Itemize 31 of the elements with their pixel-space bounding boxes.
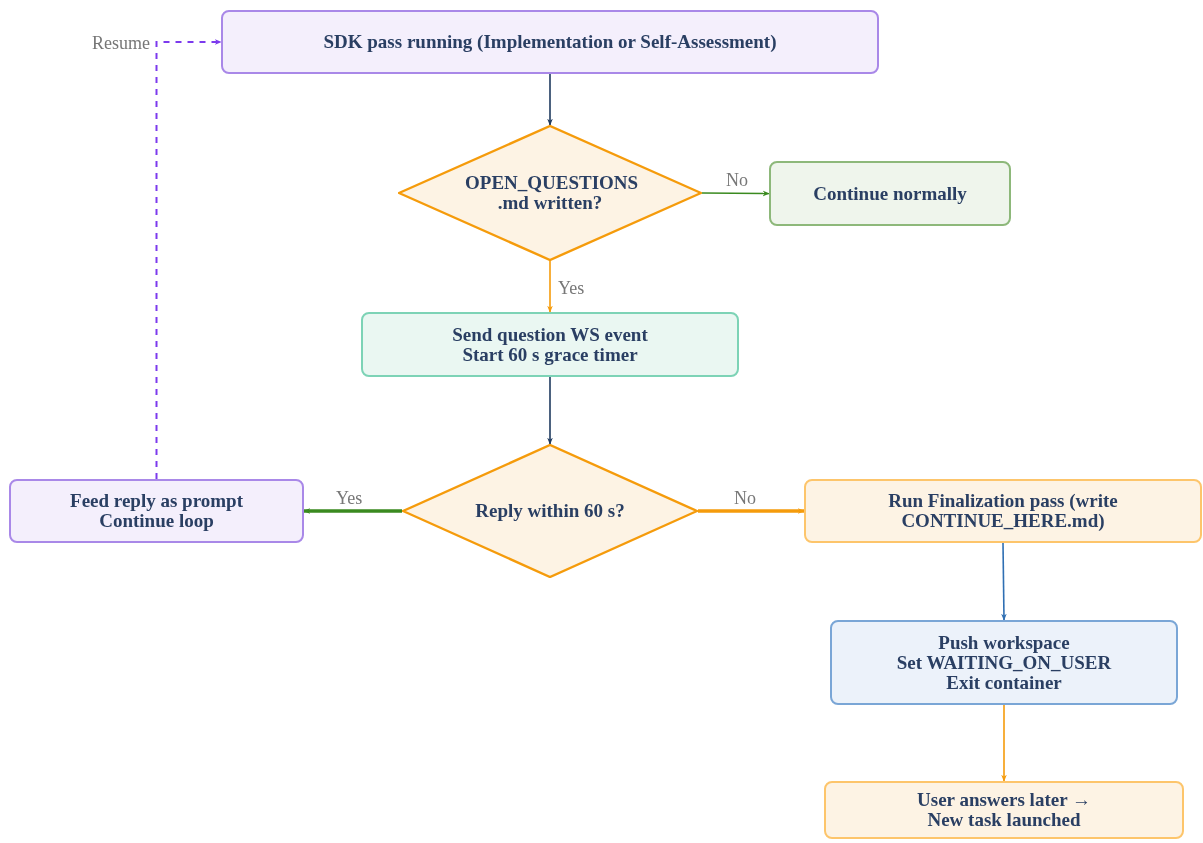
- arrow: [547, 376, 553, 445]
- decision-diamond: [402, 444, 698, 578]
- node-text: Start 60 s grace timer: [462, 344, 638, 365]
- process-box: [804, 479, 1202, 543]
- node-text: User answers later →: [917, 790, 1091, 810]
- arrow: [547, 73, 553, 126]
- dashed-arrow: [155, 39, 222, 480]
- node-text: Run Finalization pass (write CONTINUE_HERE.md): [887, 491, 1119, 531]
- node-text: Continue normally: [813, 183, 967, 204]
- node-text: Push workspace: [938, 632, 1070, 653]
- arrow: [547, 260, 553, 313]
- process-box: [221, 10, 879, 74]
- node-text: Reply within 60 s?: [475, 501, 625, 521]
- node-text: New task launched: [927, 810, 1081, 830]
- process-box: [824, 781, 1184, 839]
- arrow: [1001, 704, 1007, 782]
- node-text: Send question WS event: [452, 324, 648, 345]
- process-box: [361, 312, 739, 377]
- process-box: [9, 479, 304, 543]
- node-text: Feed reply as prompt: [70, 491, 243, 511]
- process-box: [769, 161, 1011, 226]
- arrow: [303, 508, 402, 514]
- node-text: Set WAITING_ON_USER: [896, 652, 1112, 673]
- arrow: [701, 190, 770, 197]
- node-text: SDK pass running (Implementation or Self-Assessment): [323, 32, 777, 52]
- process-box: [830, 620, 1178, 705]
- decision-diamond: [398, 125, 702, 261]
- arrow: [698, 508, 805, 514]
- node-text: Exit container: [946, 672, 1062, 693]
- node-text: Continue loop: [99, 511, 214, 531]
- arrow: [1001, 542, 1007, 621]
